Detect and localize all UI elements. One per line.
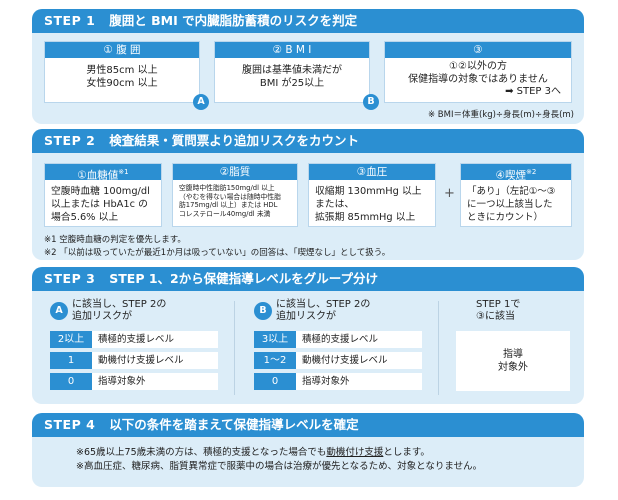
step3-group-a: A に該当し、STEP 2の 追加リスクが 2以上 積極的支援レベル 1 動機付… <box>50 299 218 399</box>
level-label: 動機付け支援レベル <box>92 352 218 369</box>
step3-header: STEP 3 STEP 1、2から保健指導レベルをグループ分け <box>32 267 584 291</box>
step3-group-c-line2: ③に該当 <box>476 311 515 322</box>
step3-group-b-line1: に該当し、STEP 2の <box>276 299 371 310</box>
step1-other-line2: 保健指導の対象ではありません <box>408 73 548 85</box>
step3-title: STEP 1、2から保健指導レベルをグループ分け <box>109 271 379 286</box>
step3-group-c: STEP 1で ③に該当 指導 対象外 <box>452 299 574 399</box>
step3-number: STEP 3 <box>44 271 96 286</box>
step4-section: STEP 4 以下の条件を踏まえて保健指導レベルを確定 ※65歳以上75歳未満の方… <box>32 413 584 487</box>
level-label: 指導対象外 <box>296 373 422 390</box>
step1-other-goto-step3: ➡ STEP 3へ <box>505 86 561 97</box>
badge-a-icon: A <box>50 302 68 320</box>
step2-bp-line: または、 <box>315 199 355 210</box>
step3-group-a-line2: 追加リスクが <box>72 311 132 322</box>
step2-box-glucose: ①血糖値※1 空腹時血糖 100mg/dl 以上または HbA1c の 場合5.… <box>44 163 162 227</box>
step1-other-line1: ①②以外の方 <box>449 61 507 72</box>
step3-group-c-box-line2: 対象外 <box>498 362 528 373</box>
step4-number: STEP 4 <box>44 417 96 432</box>
step3-divider <box>438 301 439 395</box>
step2-lipid-line: 空腹時中性脂肪150mg/dl 以上 <box>179 184 275 192</box>
step3-group-b-row: 0 指導対象外 <box>254 373 422 390</box>
level-count: 0 <box>50 373 92 390</box>
step4-header: STEP 4 以下の条件を踏まえて保健指導レベルを確定 <box>32 413 584 437</box>
step2-lipid-line: （やむを得ない場合は随時中性脂 <box>179 192 281 201</box>
step3-group-a-row: 2以上 積極的支援レベル <box>50 331 218 348</box>
motivation-support-emphasis: 動機付け支援 <box>326 447 384 458</box>
step2-header: STEP 2 検査結果・質問票より追加リスクをカウント <box>32 129 584 153</box>
level-label: 動機付け支援レベル <box>296 352 422 369</box>
level-count: 2以上 <box>50 331 92 348</box>
step1-box-other: ③ ①②以外の方 保健指導の対象ではありません ➡ STEP 3へ <box>384 41 572 103</box>
step3-divider <box>234 301 235 395</box>
step3-group-b: B に該当し、STEP 2の 追加リスクが 3以上 積極的支援レベル 1〜2 動… <box>254 299 422 399</box>
step2-glucose-line: 場合5.6% 以上 <box>51 212 119 223</box>
step3-section: STEP 3 STEP 1、2から保健指導レベルをグループ分け A に該当し、ST… <box>32 267 584 404</box>
step4-condition-age: ※65歳以上75歳未満の方は、積極的支援となった場合でも動機付け支援とします。 <box>76 447 430 458</box>
step4-title: 以下の条件を踏まえて保健指導レベルを確定 <box>109 417 359 432</box>
step2-lipid-line: 肪175mg/dl 以上）または HDL <box>179 201 278 209</box>
step2-glucose-line: 空腹時血糖 100mg/dl <box>51 186 150 197</box>
step2-bp-line: 収縮期 130mmHg 以上 <box>315 186 422 197</box>
step2-note-1: ※1 空腹時血糖の判定を優先します。 <box>44 235 186 245</box>
step3-group-a-row: 1 動機付け支援レベル <box>50 352 218 369</box>
step1-section: STEP 1 腹囲と BMI で内臓脂肪蓄積のリスクを判定 ① 腹 囲 男性85c… <box>32 9 584 124</box>
step2-smoking-line: に一つ以上該当した <box>467 199 553 210</box>
step1-waist-female: 女性90cm 以上 <box>86 78 158 89</box>
step3-group-b-row: 1〜2 動機付け支援レベル <box>254 352 422 369</box>
step3-group-a-row: 0 指導対象外 <box>50 373 218 390</box>
step1-box-bmi: ② B M I 腹囲は基準値未満だが BMI が25以上 B <box>214 41 379 110</box>
step1-bmi-line1: 腹囲は基準値未満だが <box>242 65 342 76</box>
step1-waist-male: 男性85cm 以上 <box>86 65 158 76</box>
level-label: 積極的支援レベル <box>92 331 218 348</box>
step2-box-lipid-head: ②脂質 <box>173 164 297 180</box>
level-label: 指導対象外 <box>92 373 218 390</box>
level-count: 0 <box>254 373 296 390</box>
step3-group-b-row: 3以上 積極的支援レベル <box>254 331 422 348</box>
step3-group-a-line1: に該当し、STEP 2の <box>72 299 167 310</box>
step2-bp-line: 拡張期 85mmHg 以上 <box>315 212 416 223</box>
step2-box-lipid: ②脂質 空腹時中性脂肪150mg/dl 以上 （やむを得ない場合は随時中性脂 肪… <box>172 163 298 227</box>
step2-number: STEP 2 <box>44 133 96 148</box>
step1-number: STEP 1 <box>44 13 96 28</box>
step2-box-smoking-head: ④喫煙※2 <box>461 164 571 180</box>
badge-b-icon: B <box>254 302 272 320</box>
step2-box-glucose-head: ①血糖値※1 <box>45 164 161 180</box>
step2-smoking-line: ときにカウント） <box>467 212 544 223</box>
step1-bmi-note: ※ BMI＝体重(kg)÷身長(m)÷身長(m) <box>427 110 574 120</box>
step1-box-waist: ① 腹 囲 男性85cm 以上 女性90cm 以上 A <box>44 41 209 110</box>
step3-group-c-box: 指導 対象外 <box>456 331 570 391</box>
step2-box-smoking: ④喫煙※2 「あり」（左記①〜③ に一つ以上該当した ときにカウント） <box>460 163 572 227</box>
step2-glucose-line: 以上または HbA1c の <box>51 199 148 210</box>
step2-smoking-line: 「あり」（左記①〜③ <box>467 186 556 197</box>
plus-icon: + <box>444 186 455 201</box>
step1-title: 腹囲と BMI で内臓脂肪蓄積のリスクを判定 <box>109 13 358 28</box>
level-label: 積極的支援レベル <box>296 331 422 348</box>
step3-group-b-line2: 追加リスクが <box>276 311 336 322</box>
step1-box-waist-head: ① 腹 囲 <box>45 42 199 58</box>
step1-box-bmi-head: ② B M I <box>215 42 369 58</box>
level-count: 3以上 <box>254 331 296 348</box>
step1-box-other-head: ③ <box>385 42 571 58</box>
step3-group-c-box-line1: 指導 <box>503 349 523 360</box>
step2-box-blood-pressure: ③血圧 収縮期 130mmHg 以上 または、 拡張期 85mmHg 以上 <box>308 163 436 227</box>
step2-box-bp-head: ③血圧 <box>309 164 435 180</box>
step2-note-2: ※2 「以前は吸っていたが最近1か月は吸っていない」の回答は、「喫煙なし」として… <box>44 248 391 258</box>
step2-lipid-line: コレステロール40mg/dl 未満 <box>179 209 271 218</box>
level-count: 1 <box>50 352 92 369</box>
step2-title: 検査結果・質問票より追加リスクをカウント <box>109 133 360 148</box>
step3-group-c-line1: STEP 1で <box>476 299 521 310</box>
badge-b-icon: B <box>363 94 379 110</box>
badge-a-icon: A <box>193 94 209 110</box>
step1-header: STEP 1 腹囲と BMI で内臓脂肪蓄積のリスクを判定 <box>32 9 584 33</box>
step4-condition-medication: ※高血圧症、糖尿病、脂質異常症で服薬中の場合は治療が優先となるため、対象となりま… <box>76 461 483 472</box>
step1-bmi-line2: BMI が25以上 <box>259 78 325 89</box>
level-count: 1〜2 <box>254 352 296 369</box>
step2-section: STEP 2 検査結果・質問票より追加リスクをカウント ①血糖値※1 空腹時血糖 … <box>32 129 584 260</box>
